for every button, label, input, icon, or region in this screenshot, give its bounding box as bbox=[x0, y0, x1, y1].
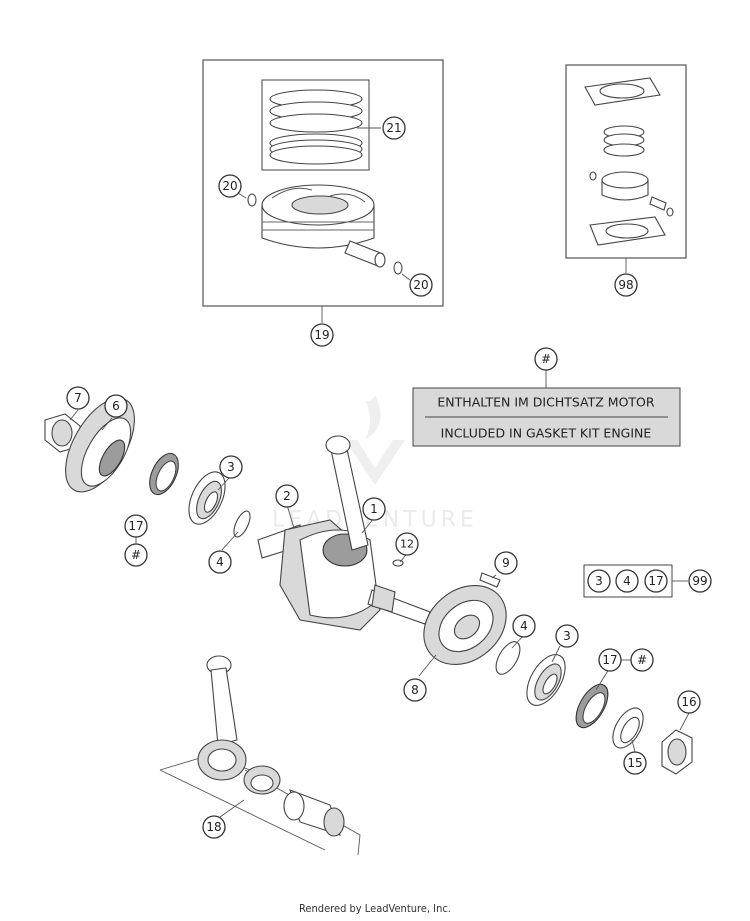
svg-text:6: 6 bbox=[112, 399, 120, 413]
svg-text:20: 20 bbox=[222, 179, 237, 193]
svg-text:17: 17 bbox=[648, 574, 663, 588]
piston-ring-frame bbox=[261, 79, 370, 171]
callout-21[interactable]: 21 bbox=[382, 116, 406, 140]
bearing-3-left[interactable] bbox=[182, 466, 233, 529]
callout-20-right[interactable]: 20 bbox=[409, 273, 433, 297]
callout-4-right[interactable]: 4 bbox=[512, 614, 536, 638]
svg-text:#: # bbox=[637, 653, 647, 667]
svg-text:3: 3 bbox=[227, 460, 235, 474]
svg-text:4: 4 bbox=[623, 574, 631, 588]
seal-17[interactable] bbox=[570, 679, 615, 733]
piston-rings[interactable] bbox=[269, 89, 363, 165]
callout-8[interactable]: 8 bbox=[403, 678, 427, 702]
left-shaft-parts bbox=[44, 387, 254, 539]
svg-text:19: 19 bbox=[314, 328, 329, 342]
washer-15[interactable] bbox=[607, 703, 650, 753]
svg-text:98: 98 bbox=[618, 278, 633, 292]
crankshaft[interactable] bbox=[257, 435, 431, 631]
svg-text:3: 3 bbox=[563, 629, 571, 643]
svg-text:12: 12 bbox=[400, 538, 414, 551]
shim-4-right[interactable] bbox=[491, 638, 525, 678]
callout-4-left[interactable]: 4 bbox=[208, 550, 232, 574]
note-line-de: ENTHALTEN IM DICHTSATZ MOTOR bbox=[437, 395, 654, 410]
svg-text:8: 8 bbox=[411, 683, 419, 697]
callout-6[interactable]: 6 bbox=[104, 394, 128, 418]
callout-12[interactable]: 12 bbox=[395, 532, 419, 556]
bearing-shells[interactable] bbox=[243, 765, 281, 795]
kit-99-group bbox=[583, 564, 688, 598]
callout-17-left[interactable]: 17 bbox=[124, 514, 148, 538]
callout-98[interactable]: 98 bbox=[614, 273, 638, 297]
nut-7[interactable] bbox=[44, 413, 81, 453]
svg-text:20: 20 bbox=[413, 278, 428, 292]
crank-pin[interactable] bbox=[283, 789, 345, 837]
callout-3-left[interactable]: 3 bbox=[219, 455, 243, 479]
piston-kit-group bbox=[202, 59, 444, 323]
svg-text:17: 17 bbox=[128, 519, 143, 533]
callout-7[interactable]: 7 bbox=[66, 386, 90, 410]
svg-text:18: 18 bbox=[206, 820, 221, 834]
footer-credit: Rendered by LeadVenture, Inc. bbox=[299, 902, 451, 915]
circlip-right[interactable] bbox=[393, 261, 403, 275]
gear-6[interactable] bbox=[51, 387, 148, 503]
callout-17-right[interactable]: 17 bbox=[598, 648, 622, 672]
bearing-3-right[interactable] bbox=[519, 648, 573, 711]
callout-19[interactable]: 19 bbox=[310, 323, 334, 347]
svg-text:1: 1 bbox=[370, 502, 378, 516]
note-line-en: INCLUDED IN GASKET KIT ENGINE bbox=[441, 426, 652, 441]
svg-text:3: 3 bbox=[595, 574, 603, 588]
svg-text:2: 2 bbox=[283, 489, 291, 503]
sprocket-8[interactable] bbox=[408, 569, 522, 680]
callout-9[interactable]: 9 bbox=[494, 551, 518, 575]
svg-text:15: 15 bbox=[627, 756, 642, 770]
callout-hash-right[interactable]: # bbox=[630, 648, 654, 672]
piston-kit-frame bbox=[202, 59, 444, 307]
shim-4-left[interactable] bbox=[231, 509, 254, 539]
callouts: 21 20 20 19 98 # 7 6 3 2 1 17 # 4 12 9 3… bbox=[66, 116, 712, 839]
conrod[interactable] bbox=[197, 655, 247, 781]
gasket-kit-group bbox=[565, 64, 687, 273]
piston-pin[interactable] bbox=[344, 240, 386, 268]
svg-text:4: 4 bbox=[520, 619, 528, 633]
conrod-kit bbox=[159, 655, 361, 856]
circlip-left[interactable] bbox=[247, 193, 257, 207]
callout-15[interactable]: 15 bbox=[623, 751, 647, 775]
svg-text:9: 9 bbox=[502, 556, 510, 570]
seal-ring[interactable] bbox=[144, 449, 184, 499]
svg-text:#: # bbox=[131, 548, 141, 562]
callout-2[interactable]: 2 bbox=[275, 484, 299, 508]
gasket-kit-parts[interactable] bbox=[584, 77, 674, 246]
svg-text:99: 99 bbox=[692, 574, 707, 588]
callout-1[interactable]: 1 bbox=[362, 497, 386, 521]
pin-9[interactable] bbox=[479, 572, 501, 588]
callout-3-right[interactable]: 3 bbox=[555, 624, 579, 648]
callout-hash-note[interactable]: # bbox=[534, 347, 558, 371]
callout-kit-4[interactable]: 4 bbox=[615, 569, 639, 593]
callout-99[interactable]: 99 bbox=[688, 569, 712, 593]
callout-hash-left[interactable]: # bbox=[124, 543, 148, 567]
right-shaft-parts bbox=[491, 638, 693, 775]
svg-text:7: 7 bbox=[74, 391, 82, 405]
callout-kit-3[interactable]: 3 bbox=[587, 569, 611, 593]
leaders bbox=[69, 127, 690, 818]
piston[interactable] bbox=[261, 184, 375, 249]
svg-text:21: 21 bbox=[386, 121, 401, 135]
svg-text:4: 4 bbox=[216, 555, 224, 569]
svg-text:17: 17 bbox=[602, 653, 617, 667]
gasket-note: ENTHALTEN IM DICHTSATZ MOTOR INCLUDED IN… bbox=[412, 370, 681, 447]
callout-16[interactable]: 16 bbox=[677, 690, 701, 714]
callout-kit-17[interactable]: 17 bbox=[644, 569, 668, 593]
callout-18[interactable]: 18 bbox=[202, 815, 226, 839]
svg-text:#: # bbox=[541, 352, 551, 366]
svg-text:16: 16 bbox=[681, 695, 696, 709]
nut-16[interactable] bbox=[661, 729, 693, 775]
callout-20-left[interactable]: 20 bbox=[218, 174, 242, 198]
